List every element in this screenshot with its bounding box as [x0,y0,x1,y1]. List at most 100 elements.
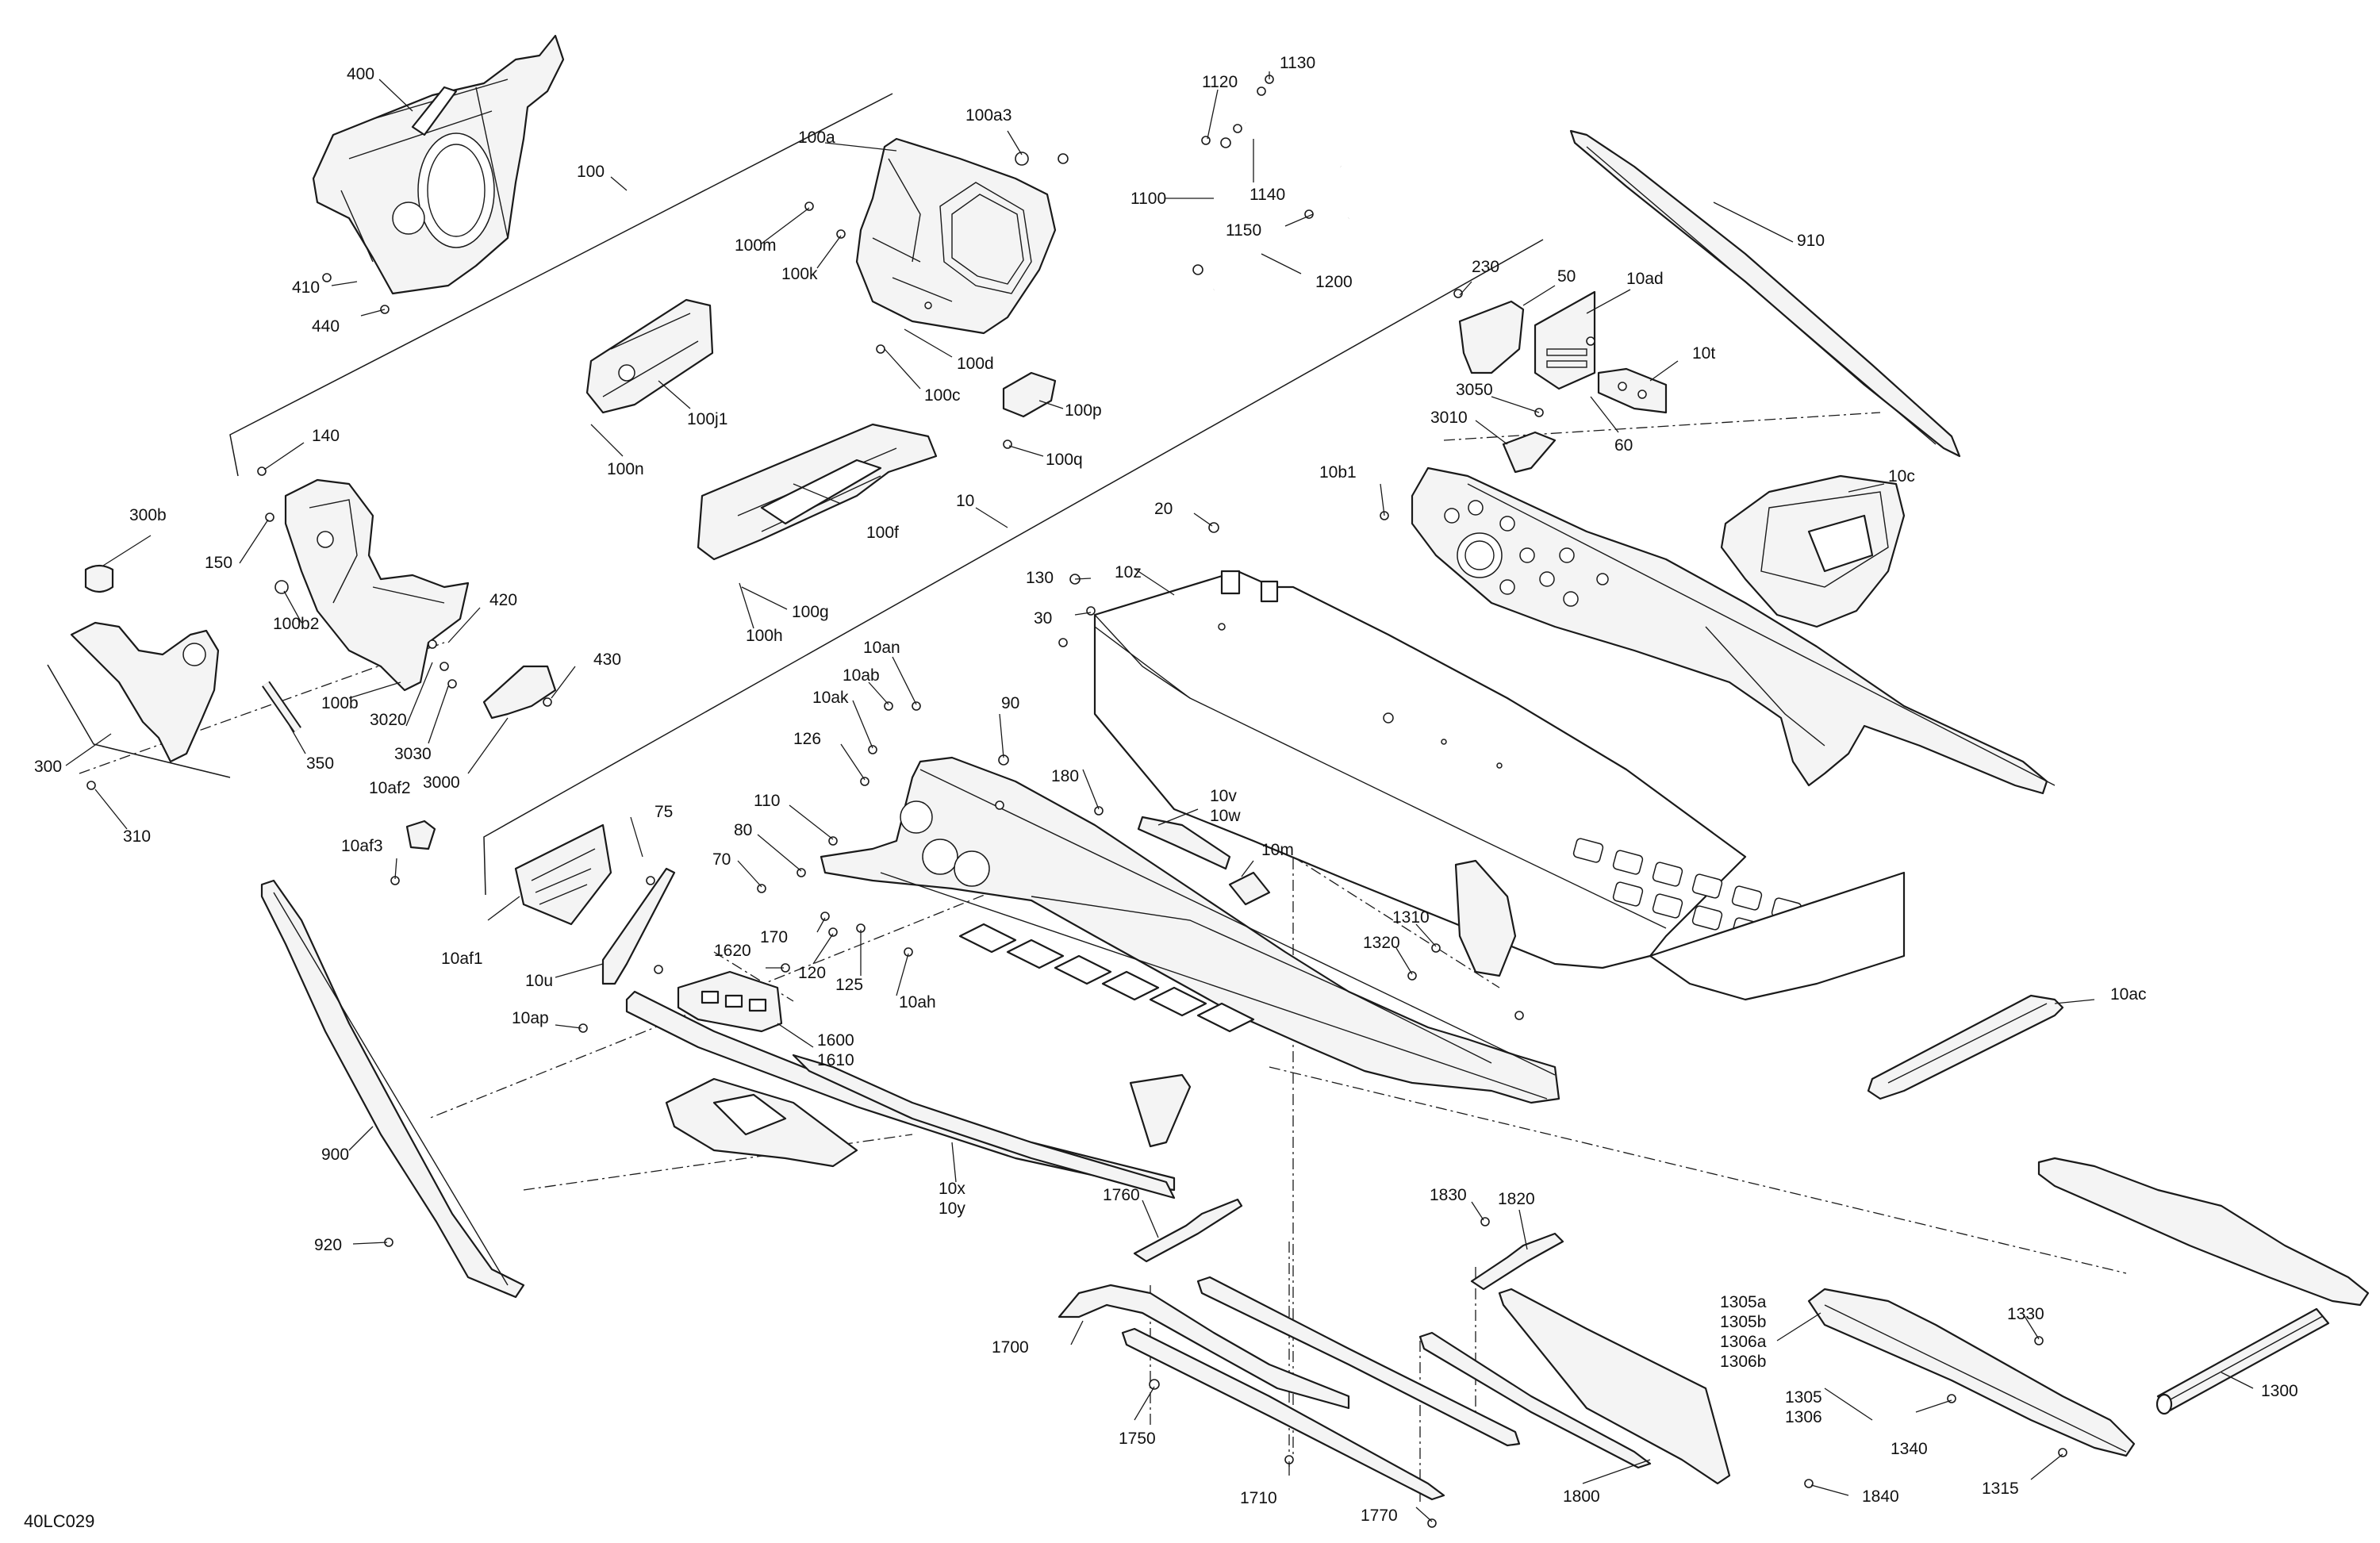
part-10z-tunnel-plate [1093,570,1747,969]
callout-100j1: 100j1 [687,410,727,428]
callout-3020: 3020 [370,711,407,729]
callout-100q: 100q [1046,451,1083,469]
part-1760-bracket [1133,1198,1243,1263]
callout-50: 50 [1557,267,1576,286]
callout-10t: 10t [1692,344,1715,363]
callout-230: 230 [1472,258,1499,276]
callout-1760: 1760 [1103,1186,1140,1204]
callout-3050: 3050 [1456,381,1493,399]
callout-1320: 1320 [1363,934,1400,952]
part-900-rail [260,879,525,1299]
part-10ac-rail [1867,994,2064,1100]
callout-10x: 10x [939,1180,965,1198]
part-plate-extension [1649,871,1906,1001]
callout-126: 126 [793,730,821,748]
callout-labels: 400 100 410 440 100a 100a3 100m 100k 100… [34,54,2298,1525]
part-350-tube [262,681,301,733]
part-1620-plate [677,970,783,1033]
part-1820-bracket [1470,1232,1564,1291]
part-300-frame [70,621,220,763]
part-1770-rail [1418,1331,1652,1469]
callout-10ac: 10ac [2110,985,2147,1004]
part-1300-tube [2155,1307,2330,1415]
callout-10u: 10u [525,972,553,990]
callout-420: 420 [489,591,517,609]
callout-900: 900 [321,1146,349,1164]
part-1750-rail [1121,1327,1445,1501]
callout-1330: 1330 [2007,1305,2044,1323]
callout-1305b: 1305b [1720,1313,1766,1331]
callout-90: 90 [1001,694,1019,712]
callout-140: 140 [312,427,340,445]
callout-10c: 10c [1888,467,1915,486]
callout-910: 910 [1797,232,1825,250]
part-100f-panel [697,423,938,561]
callout-130: 130 [1026,569,1054,587]
callout-400: 400 [347,65,374,83]
callout-100f: 100f [866,524,899,542]
callout-10af1: 10af1 [441,950,483,968]
callout-100n: 100n [607,460,644,478]
callout-100h: 100h [746,627,783,645]
callout-100g: 100g [792,603,829,621]
part-10b1-side-panel [1411,466,2056,795]
fasteners [86,75,2067,1528]
part-mount-small [1129,1073,1192,1148]
callout-410: 410 [292,278,320,297]
diagram-code: 40LC029 [24,1511,94,1531]
callout-10an: 10an [863,639,900,657]
part-100p-cover [1002,371,1057,418]
callout-100b: 100b [321,694,359,712]
part-100j1-plate [585,298,714,414]
callout-3030: 3030 [394,745,432,763]
part-1710-rail [1196,1276,1521,1447]
part-3000-bracket [482,665,557,720]
part-1605-plate [665,1077,858,1168]
part-400-bulkhead [312,34,565,295]
callout-100p: 100p [1065,401,1102,420]
callout-300b: 300b [129,506,167,524]
leader-lines [65,71,2254,1522]
callout-100k: 100k [781,265,818,283]
callout-10y: 10y [939,1199,965,1218]
callout-10: 10 [956,492,974,510]
callout-1120: 1120 [1202,73,1238,91]
callout-1306: 1306 [1785,1408,1822,1426]
callout-10b1: 10b1 [1319,463,1357,482]
callout-30: 30 [1034,609,1052,628]
callout-1310: 1310 [1392,908,1430,927]
callout-440: 440 [312,317,340,336]
part-10af1-grille [514,823,612,926]
part-1310-panel [1454,859,1517,977]
callout-1610: 1610 [817,1051,854,1069]
callout-1620: 1620 [714,942,751,960]
callout-3010: 3010 [1430,409,1468,427]
part-100a-bulkhead [855,137,1069,335]
callout-1710: 1710 [1240,1489,1277,1507]
callout-1300: 1300 [2261,1382,2298,1400]
callout-70: 70 [712,850,731,869]
callout-300: 300 [34,758,62,776]
callout-10m: 10m [1261,841,1294,859]
callout-1830: 1830 [1430,1186,1467,1204]
strut-1100 [1192,137,1231,275]
callout-1820: 1820 [1498,1190,1535,1208]
callout-110: 110 [754,792,780,810]
callout-10ap: 10ap [512,1009,549,1027]
callout-60: 60 [1614,436,1633,455]
callout-1305a: 1305a [1720,1293,1767,1311]
part-10u-arm [601,867,676,985]
part-910-rail [1569,129,1961,458]
assembly-brackets [47,93,1544,896]
part-10t-bracket [1597,367,1668,414]
callout-10ab: 10ab [843,666,880,685]
callout-1306b: 1306b [1720,1353,1766,1371]
callout-920: 920 [314,1236,342,1254]
part-1330-rail [2037,1157,2370,1307]
callout-10af2: 10af2 [369,779,411,797]
callout-10v: 10v [1210,787,1237,805]
part-100b-frame [284,478,470,692]
callout-100: 100 [577,163,605,181]
callout-1600: 1600 [817,1031,854,1050]
part-300b-cap [84,564,114,593]
